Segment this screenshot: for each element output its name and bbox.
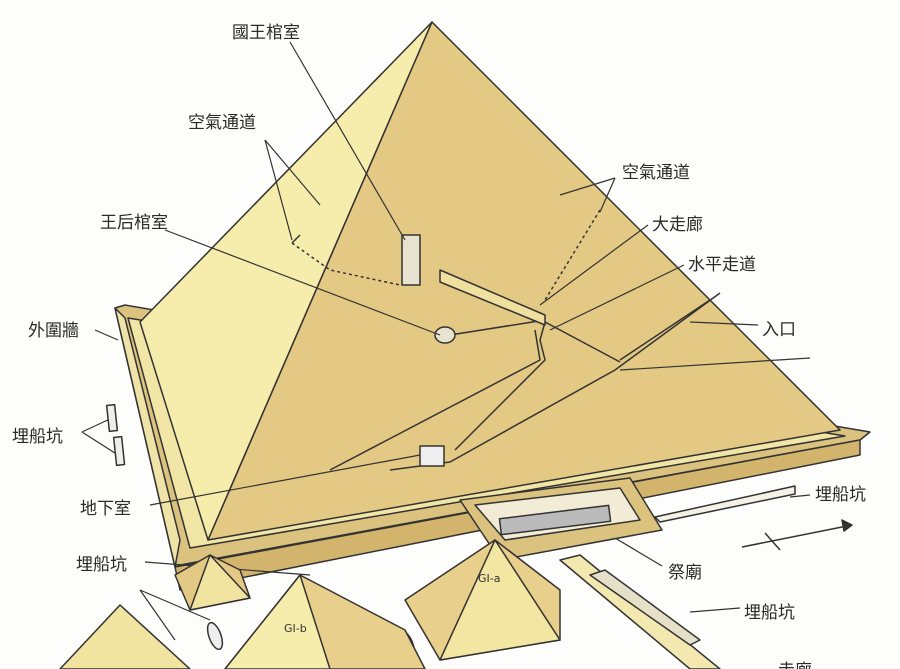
leader-lines: [81, 41, 811, 641]
label-air-shaft-left: 空氣通道: [188, 113, 256, 133]
label-grand-gallery: 大走廊: [652, 215, 703, 235]
subterranean-chamber: [419, 445, 445, 467]
label-horizontal-passage: 水平走道: [688, 255, 756, 275]
label-air-shaft-right: 空氣通道: [622, 163, 690, 183]
boat-pit: [105, 403, 119, 433]
label-queens-chamber: 王后棺室: [100, 213, 168, 233]
label-enclosure-wall: 外圍牆: [28, 321, 79, 341]
grand-gallery: [439, 269, 546, 326]
label-causeway: 走廊: [778, 656, 812, 669]
passages: [291, 209, 721, 471]
north-arrow: [741, 524, 853, 548]
far-left-pyramid: [59, 604, 191, 669]
label-subterranean-chamber: 地下室: [80, 499, 131, 519]
label-entrance: 入口: [762, 320, 796, 340]
kings-chamber: [401, 234, 421, 286]
label-boat-pit-left: 埋船坑: [12, 427, 63, 447]
label-kings-chamber: 國王棺室: [232, 23, 300, 43]
label-boat-pit-causeway: 埋船坑: [744, 603, 795, 623]
boat-pit-oval: [206, 621, 224, 651]
label-boat-pit-lower-left: 埋船坑: [76, 555, 127, 575]
pyramid-dark-face: [207, 21, 841, 541]
causeway: [559, 554, 721, 669]
boat-pit-right: [654, 485, 796, 523]
label-pyramid-gia: GI-a: [478, 572, 501, 585]
label-pyramid-gib: GI-b: [284, 622, 307, 635]
label-mortuary-temple: 祭廟: [668, 563, 702, 583]
label-boat-pit-right: 埋船坑: [815, 485, 866, 505]
horizontal-passage: [449, 319, 546, 336]
ascending-passage: [454, 321, 621, 451]
queens-chamber: [434, 326, 456, 344]
boat-pit: [112, 435, 126, 467]
